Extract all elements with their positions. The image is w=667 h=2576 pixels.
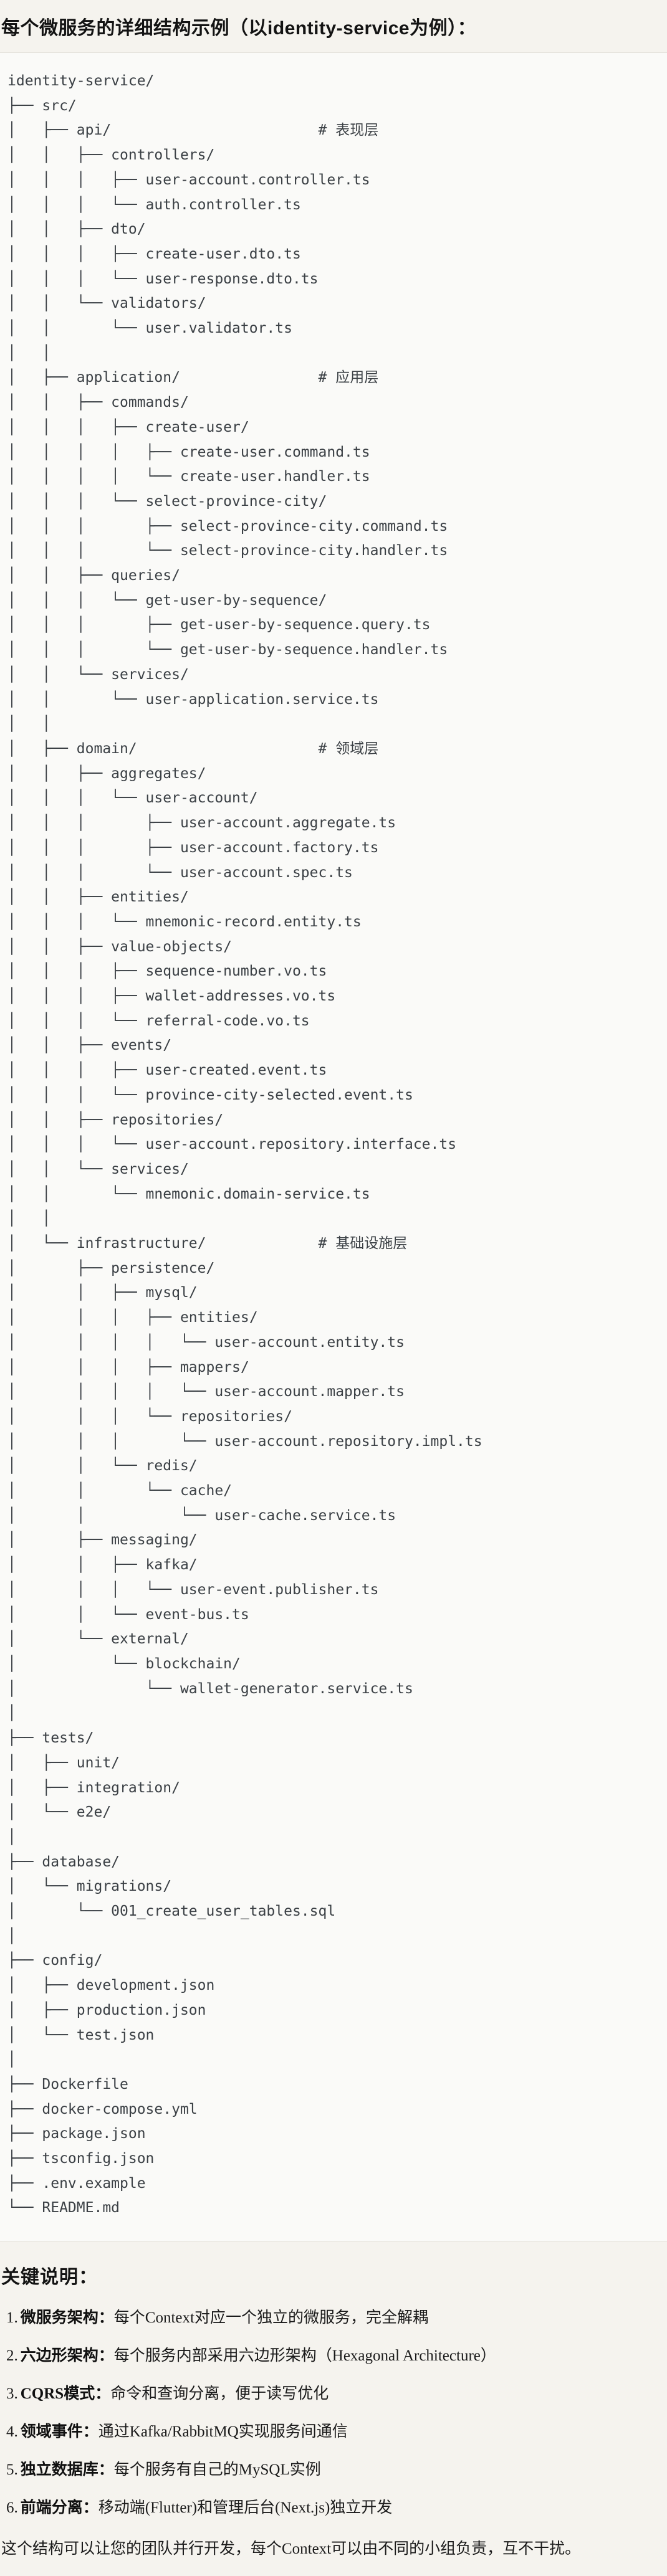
- note-label: 独立数据库：: [20, 2461, 114, 2479]
- note-item-hexagonal: 2.六边形架构：每个服务内部采用六边形架构（Hexagonal Architec…: [1, 2345, 666, 2367]
- page-title: 每个微服务的详细结构示例（以identity-service为例）：: [1, 18, 477, 39]
- note-desc: 移动端(Flutter)和管理后台(Next.js)独立开发: [98, 2499, 393, 2517]
- note-number: 1.: [6, 2309, 18, 2327]
- note-item-domain-events: 4.领域事件：通过Kafka/RabbitMQ实现服务间通信: [1, 2422, 666, 2443]
- page-header: 每个微服务的详细结构示例（以identity-service为例）：: [0, 0, 667, 40]
- note-label: 六边形架构：: [20, 2347, 114, 2365]
- closing-paragraph: 这个结构可以让您的团队并行开发，每个Context可以由不同的小组负责，互不干扰…: [1, 2540, 581, 2558]
- note-desc: 每个服务有自己的MySQL实例: [113, 2461, 321, 2479]
- note-item-independent-db: 5.独立数据库：每个服务有自己的MySQL实例: [1, 2460, 666, 2481]
- note-label: 领域事件：: [20, 2423, 98, 2441]
- note-item-frontend-separation: 6.前端分离：移动端(Flutter)和管理后台(Next.js)独立开发: [1, 2498, 666, 2519]
- note-number: 4.: [6, 2423, 18, 2441]
- note-number: 6.: [6, 2499, 18, 2517]
- note-number: 3.: [6, 2385, 18, 2403]
- note-number: 5.: [6, 2461, 18, 2479]
- code-block: identity-service/ ├── src/ │ ├── api/ # …: [0, 52, 667, 2242]
- note-item-cqrs: 3.CQRS模式：命令和查询分离，便于读写优化: [1, 2384, 666, 2405]
- note-desc: 每个服务内部采用六边形架构（Hexagonal Architecture）: [113, 2347, 496, 2365]
- note-item-microservices: 1.微服务架构：每个Context对应一个独立的微服务，完全解耦: [1, 2307, 666, 2329]
- notes-section: 关键说明： 1.微服务架构：每个Context对应一个独立的微服务，完全解耦 2…: [0, 2261, 667, 2576]
- note-desc: 命令和查询分离，便于读写优化: [110, 2385, 329, 2403]
- note-number: 2.: [6, 2347, 18, 2365]
- directory-tree: identity-service/ ├── src/ │ ├── api/ # …: [7, 73, 482, 2217]
- note-label: CQRS模式：: [20, 2385, 111, 2403]
- notes-heading: 关键说明：: [1, 2267, 98, 2288]
- note-desc: 通过Kafka/RabbitMQ实现服务间通信: [98, 2423, 348, 2441]
- note-label: 前端分离：: [20, 2499, 98, 2517]
- note-desc: 每个Context对应一个独立的微服务，完全解耦: [113, 2309, 428, 2327]
- note-label: 微服务架构：: [20, 2309, 114, 2327]
